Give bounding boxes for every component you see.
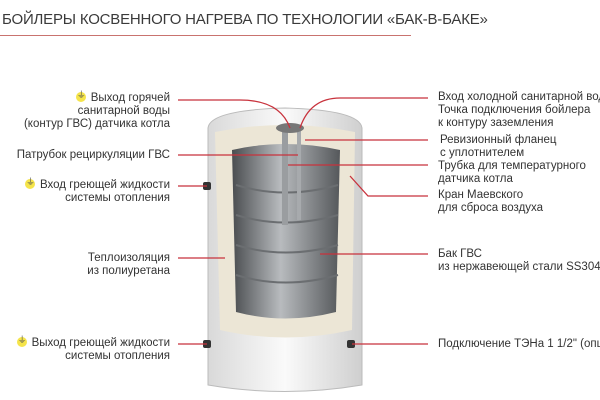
sensor-tube (282, 125, 288, 225)
label-line: санитарной воды (77, 105, 170, 117)
grounding-icon (25, 176, 35, 189)
label-line: Выход горячей (90, 92, 170, 104)
label-line: Патрубок рециркуляции ГВС (16, 149, 170, 161)
tank-body (203, 107, 363, 392)
label-inspection-flange: Ревизионный фланец с уплотнителем (440, 134, 556, 160)
label-line: из нержавеющей стали SS304 (438, 261, 600, 273)
label-line: Ревизионный фланец (440, 134, 557, 146)
label-air-valve: Кран Маевского для сброса воздуха (438, 189, 543, 215)
label-line: датчика котла (438, 173, 513, 185)
label-line: с уплотнителем (440, 147, 525, 159)
label-heating-inlet: Вход греющей жидкости системы отопления (25, 176, 170, 205)
inspection-flange (276, 123, 304, 133)
label-line: Выход греющей жидкости (31, 337, 170, 349)
label-line: Точка подключения бойлера (438, 104, 591, 116)
label-recirculation: Патрубок рециркуляции ГВС (17, 149, 170, 162)
label-line: системы отопления (65, 192, 170, 204)
page-title: БОЙЛЕРЫ КОСВЕННОГО НАГРЕВА ПО ТЕХНОЛОГИИ… (2, 11, 488, 28)
label-line: Кран Маевского (438, 189, 524, 201)
label-line: системы отопления (65, 350, 170, 362)
label-dhw-tank: Бак ГВС из нержавеющей стали SS304 (438, 248, 600, 274)
label-line: к контуру заземления (438, 117, 554, 129)
heater-port (347, 340, 355, 348)
label-line: Теплоизоляция (87, 252, 170, 264)
label-line: из полиуретана (87, 265, 170, 277)
label-insulation: Теплоизоляция из полиуретана (87, 252, 170, 278)
grounding-icon (75, 89, 86, 102)
label-sensor-tube: Трубка для температурного датчика котла (438, 160, 586, 186)
label-line: для сброса воздуха (438, 202, 544, 214)
label-hot-water-outlet: Выход горячей санитарной воды (контур ГВ… (23, 89, 170, 131)
label-heating-outlet: Выход греющей жидкости системы отопления (16, 334, 170, 363)
label-line: Вход холодной санитарной воды. (438, 91, 600, 103)
recirculation-pipe (297, 130, 301, 220)
callout-lines (178, 97, 428, 345)
label-line: Трубка для температурного (438, 160, 586, 172)
label-line: (контур ГВС) датчика котла (23, 118, 170, 130)
title-divider (0, 35, 411, 36)
label-line: Бак ГВС (438, 248, 482, 260)
grounding-icon (16, 334, 27, 347)
label-cold-water-inlet: Вход холодной санитарной воды. Точка под… (438, 91, 600, 130)
label-heater-connection: Подключение ТЭНа 1 1/2" (опция) (438, 338, 600, 351)
label-line: Подключение ТЭНа 1 1/2" (опция) (438, 338, 600, 350)
label-line: Вход греющей жидкости (40, 179, 170, 191)
